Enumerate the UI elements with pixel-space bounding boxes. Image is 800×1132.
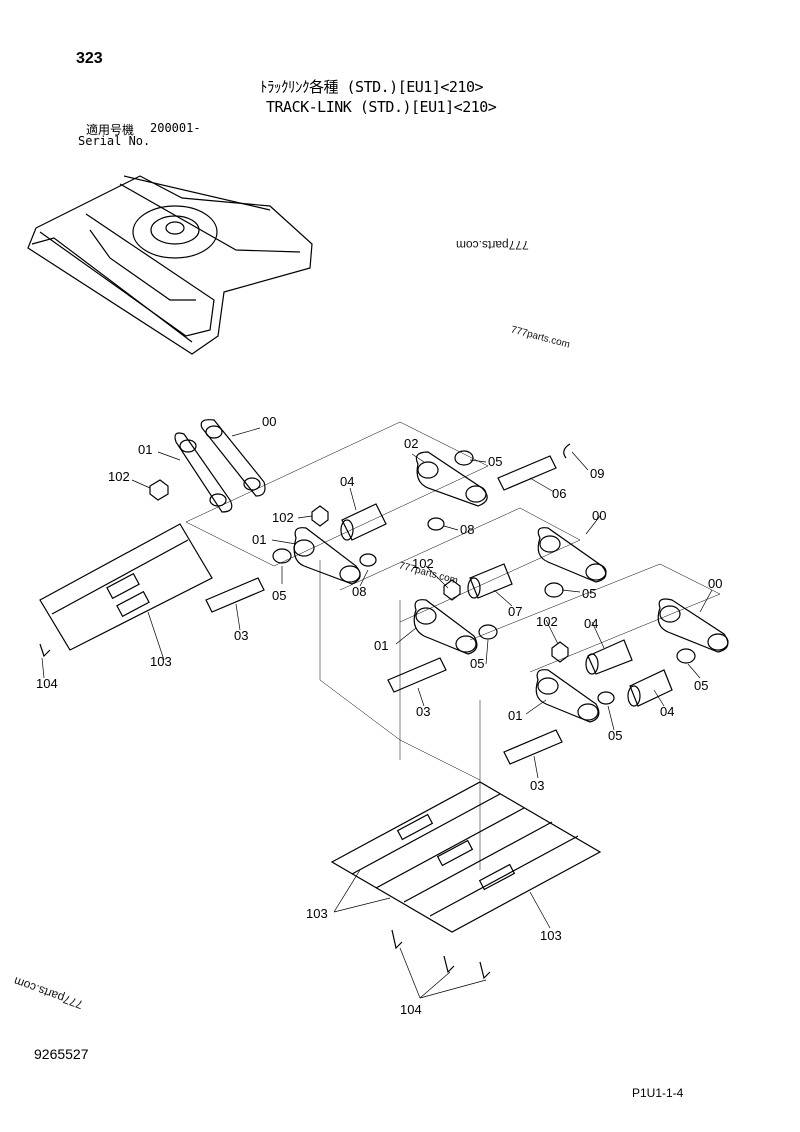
callout-label: 07 (508, 604, 522, 619)
link-00-b (537, 527, 607, 583)
callout-label: 08 (352, 584, 366, 599)
guide-lines (185, 421, 721, 870)
callout-label: 103 (150, 654, 172, 669)
bushings-and-pins (205, 455, 673, 765)
link-00-c (657, 598, 729, 653)
nuts (149, 479, 569, 663)
shoe-single (39, 523, 213, 658)
callout-label: 03 (234, 628, 248, 643)
title-japanese: ﾄﾗｯｸﾘﾝｸ各種 (STD.)[EU1]<210> (260, 78, 484, 96)
serial-label-jp: 適用号機 (86, 123, 135, 137)
callout-label: 03 (416, 704, 430, 719)
callout-label: 05 (470, 656, 484, 671)
callout-label: 04 (340, 474, 354, 489)
callout-label: 05 (488, 454, 502, 469)
callout-label: 05 (694, 678, 708, 693)
serial-value: 200001- (150, 121, 201, 135)
callout-label: 06 (552, 486, 566, 501)
page-code: P1U1-1-4 (632, 1086, 684, 1100)
callout-label: 102 (412, 556, 434, 571)
callout-label: 103 (540, 928, 562, 943)
callout-labels: 00 01 102 02 05 09 06 04 102 08 01 05 08… (36, 414, 722, 1017)
link-01-a (293, 527, 361, 585)
callout-label: 102 (536, 614, 558, 629)
page-number: 323 (76, 50, 103, 67)
callout-label: 01 (374, 638, 388, 653)
callout-label: 09 (590, 466, 604, 481)
undercarriage-illustration (27, 175, 313, 355)
callout-label: 104 (36, 676, 58, 691)
callout-label: 01 (508, 708, 522, 723)
callout-label: 01 (138, 442, 152, 457)
leader-lines (41, 427, 713, 999)
callout-label: 08 (460, 522, 474, 537)
link-01-b (413, 599, 478, 655)
link-02 (415, 451, 488, 507)
callout-label: 00 (262, 414, 276, 429)
callout-label: 04 (660, 704, 674, 719)
callout-label: 104 (400, 1002, 422, 1017)
callout-label: 103 (306, 906, 328, 921)
callout-label: 02 (404, 436, 418, 451)
callout-label: 05 (272, 588, 286, 603)
callout-label: 102 (272, 510, 294, 525)
document-number: 9265527 (34, 1046, 89, 1062)
link-pair-upper-left (174, 419, 266, 513)
callout-label: 04 (584, 616, 598, 631)
title-english: TRACK-LINK (STD.)[EU1]<210> (266, 98, 497, 116)
watermark: 777parts.com (456, 238, 529, 252)
link-01-c (535, 669, 600, 723)
callout-label: 102 (108, 469, 130, 484)
seals (272, 443, 696, 705)
callout-label: 00 (708, 576, 722, 591)
callout-label: 03 (530, 778, 544, 793)
callout-label: 05 (608, 728, 622, 743)
serial-label-en: Serial No. (78, 134, 151, 148)
callout-label: 01 (252, 532, 266, 547)
shoe-group (330, 781, 602, 980)
callout-label: 00 (592, 508, 606, 523)
callout-label: 05 (582, 586, 596, 601)
